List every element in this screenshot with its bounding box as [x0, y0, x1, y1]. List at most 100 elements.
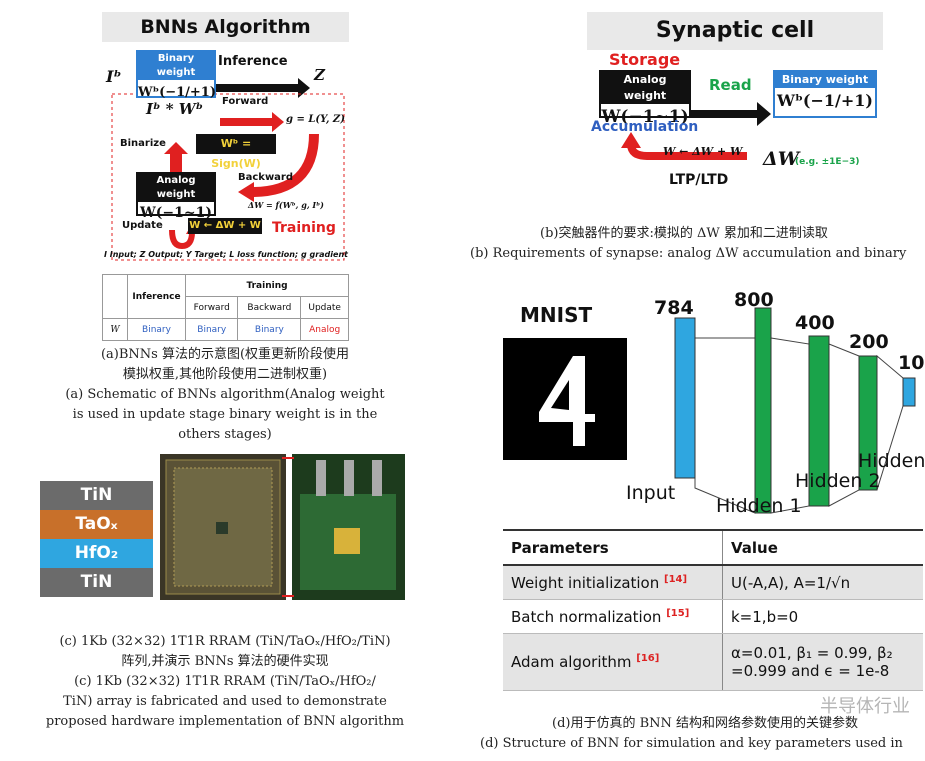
delta-equation: ΔW = f(Wᵇ, g, Iᵇ): [248, 200, 324, 210]
synapse-analog-head: Analog weight: [601, 72, 689, 104]
legend-text: I Input; Z Output; Y Target; L loss func…: [104, 250, 348, 259]
caption-c-line: (c) 1Kb (32×32) 1T1R RRAM (TiN/TaOₓ/HfO₂…: [74, 674, 376, 689]
param-name: Batch normalization: [511, 607, 662, 626]
caption-c-line: 阵列,并演示 BNNs 算法的硬件实现: [121, 654, 329, 669]
inference-header: Inference: [127, 274, 186, 319]
synaptic-cell-figure: Synaptic cell Storage Analog weight W(−1…: [587, 12, 883, 197]
read-arrow: [691, 102, 771, 126]
training-header: Training: [185, 274, 349, 297]
caption-a: (a)BNNs 算法的示意图(权重更新阶段使用 模拟权重,其他阶段使用二进制权重…: [20, 345, 430, 445]
delta-example: (e.g. ±1E−3): [795, 157, 860, 167]
update-loop-arrow: [169, 229, 195, 250]
param-cell: Adam algorithm [16]: [503, 633, 723, 691]
product-label: Iᵇ * Wᵇ: [146, 100, 204, 118]
hidden3-layer-label: Hidden: [858, 450, 925, 472]
update-label: Update: [122, 220, 163, 231]
value-line: =0.999 and ϵ = 1e-8: [731, 662, 890, 680]
hidden1-layer-label: Hidden 1: [716, 495, 802, 517]
caption-c-line: proposed hardware implementation of BNN …: [45, 714, 405, 729]
read-label: Read: [709, 76, 752, 94]
param-cell: Weight initialization [14]: [503, 565, 723, 600]
parameters-header: Parameters: [503, 529, 723, 566]
chip-photos: [160, 454, 405, 600]
synapse-binary-value: Wᵇ(−1/+1): [776, 91, 873, 110]
param-name: Weight initialization: [511, 573, 660, 592]
layer-tin-bottom: TiN: [40, 568, 153, 597]
caption-a-line: (a)BNNs 算法的示意图(权重更新阶段使用: [100, 347, 350, 362]
row-label: W: [102, 318, 128, 341]
param-ref: [14]: [664, 573, 688, 585]
synapse-update-eq: W ← ΔW + W: [663, 145, 743, 158]
storage-label: Storage: [609, 50, 681, 69]
binary-weight-head: Binary weight: [138, 52, 214, 80]
output-label: Z: [314, 66, 325, 84]
forward-label: Forward: [222, 96, 269, 107]
bnn-network-diagram: [503, 307, 916, 514]
backward-header: Backward: [237, 296, 302, 319]
caption-a-line: (a) Schematic of BNNs algorithm(Analog w…: [65, 387, 385, 402]
hidden3-layer-bar: [858, 355, 878, 491]
caption-d-line: (d)用于仿真的 BNN 结构和网络参数使用的关键参数: [552, 716, 859, 731]
layer-size-200: 200: [849, 331, 889, 353]
input-layer-bar: [674, 317, 696, 479]
param-cell: Batch normalization [15]: [503, 599, 723, 634]
cell-update: Analog: [300, 318, 349, 341]
parameters-table: Parameters Value Weight initialization […: [503, 529, 923, 691]
update-equation: W ← ΔW + W: [188, 218, 262, 234]
forward-header: Forward: [184, 296, 239, 319]
binarize-arrow: [164, 142, 188, 174]
analog-weight-value: W(−1~1): [140, 205, 212, 221]
synapse-binary-box: Binary weight Wᵇ(−1/+1): [773, 70, 877, 118]
ltp-ltd-label: LTP/LTD: [669, 172, 729, 188]
layer-taox: TaOₓ: [40, 510, 153, 539]
value-cell: U(-A,A), A=1/√n: [722, 565, 923, 600]
forward-arrow: [220, 112, 284, 132]
binary-weight-box: Binary weight Wᵇ(−1/+1): [136, 50, 216, 100]
caption-c: (c) 1Kb (32×32) 1T1R RRAM (TiN/TaOₓ/HfO₂…: [20, 632, 430, 732]
sign-equation: Wᵇ = Sign(W): [196, 134, 276, 170]
param-name: Adam algorithm: [511, 653, 632, 671]
param-ref: [16]: [636, 653, 660, 664]
layer-size-400: 400: [795, 312, 835, 334]
caption-a-line: is used in update stage binary weight is…: [72, 407, 378, 422]
caption-b-line: (b) Requirements of synapse: analog ΔW a…: [470, 246, 907, 261]
analog-weight-head: Analog weight: [138, 174, 214, 202]
weight-usage-table: Inference Training Forward Backward Upda…: [102, 274, 349, 341]
binarize-label: Binarize: [120, 138, 166, 149]
layer-hfo2: HfO₂: [40, 539, 153, 568]
caption-d-line: (d) Structure of BNN for simulation and …: [480, 736, 903, 751]
delta-w-label: ΔW: [763, 148, 800, 170]
analog-weight-box: Analog weight W(−1~1): [136, 172, 216, 221]
value-line: α=0.01, β₁ = 0.99, β₂: [731, 644, 893, 662]
cell-backward: Binary: [237, 318, 302, 341]
layer-size-784: 784: [654, 297, 694, 319]
output-layer-bar: [902, 377, 916, 407]
backward-arrow: [251, 133, 319, 197]
value-cell: α=0.01, β₁ = 0.99, β₂=0.999 and ϵ = 1e-8: [722, 633, 923, 691]
binary-weight-value: Wᵇ(−1/+1): [138, 85, 217, 100]
panel-a-title: BNNs Algorithm: [102, 12, 349, 42]
caption-c-line: (c) 1Kb (32×32) 1T1R RRAM (TiN/TaOₓ/HfO₂…: [59, 634, 391, 649]
synapse-arrows: [621, 102, 771, 160]
caption-d: (d)用于仿真的 BNN 结构和网络参数使用的关键参数 (d) Structur…: [470, 714, 915, 754]
training-region: [111, 93, 345, 261]
layer-size-800: 800: [734, 289, 774, 311]
bnn-flow-arrows: [111, 78, 345, 261]
inference-label: Inference: [218, 54, 288, 69]
hidden1-layer-bar: [754, 307, 772, 514]
input-label: Iᵇ: [106, 67, 122, 86]
synapse-analog-value: W(−1~1): [601, 107, 689, 127]
training-label: Training: [272, 220, 336, 236]
synapse-analog-box: Analog weight W(−1~1): [599, 70, 691, 127]
update-header: Update: [300, 296, 349, 319]
mnist-label: MNIST: [520, 303, 593, 327]
layer-tin-top: TiN: [40, 481, 153, 510]
hidden2-layer-label: Hidden 2: [795, 470, 881, 492]
synapse-binary-head: Binary weight: [775, 72, 875, 88]
caption-a-line: 模拟权重,其他阶段使用二进制权重): [122, 367, 328, 382]
value-cell: k=1,b=0: [722, 599, 923, 634]
watermark-text: 半导体行业: [820, 696, 910, 717]
hidden2-layer-bar: [808, 335, 830, 507]
input-layer-label: Input: [626, 482, 676, 504]
param-ref: [15]: [666, 607, 690, 619]
